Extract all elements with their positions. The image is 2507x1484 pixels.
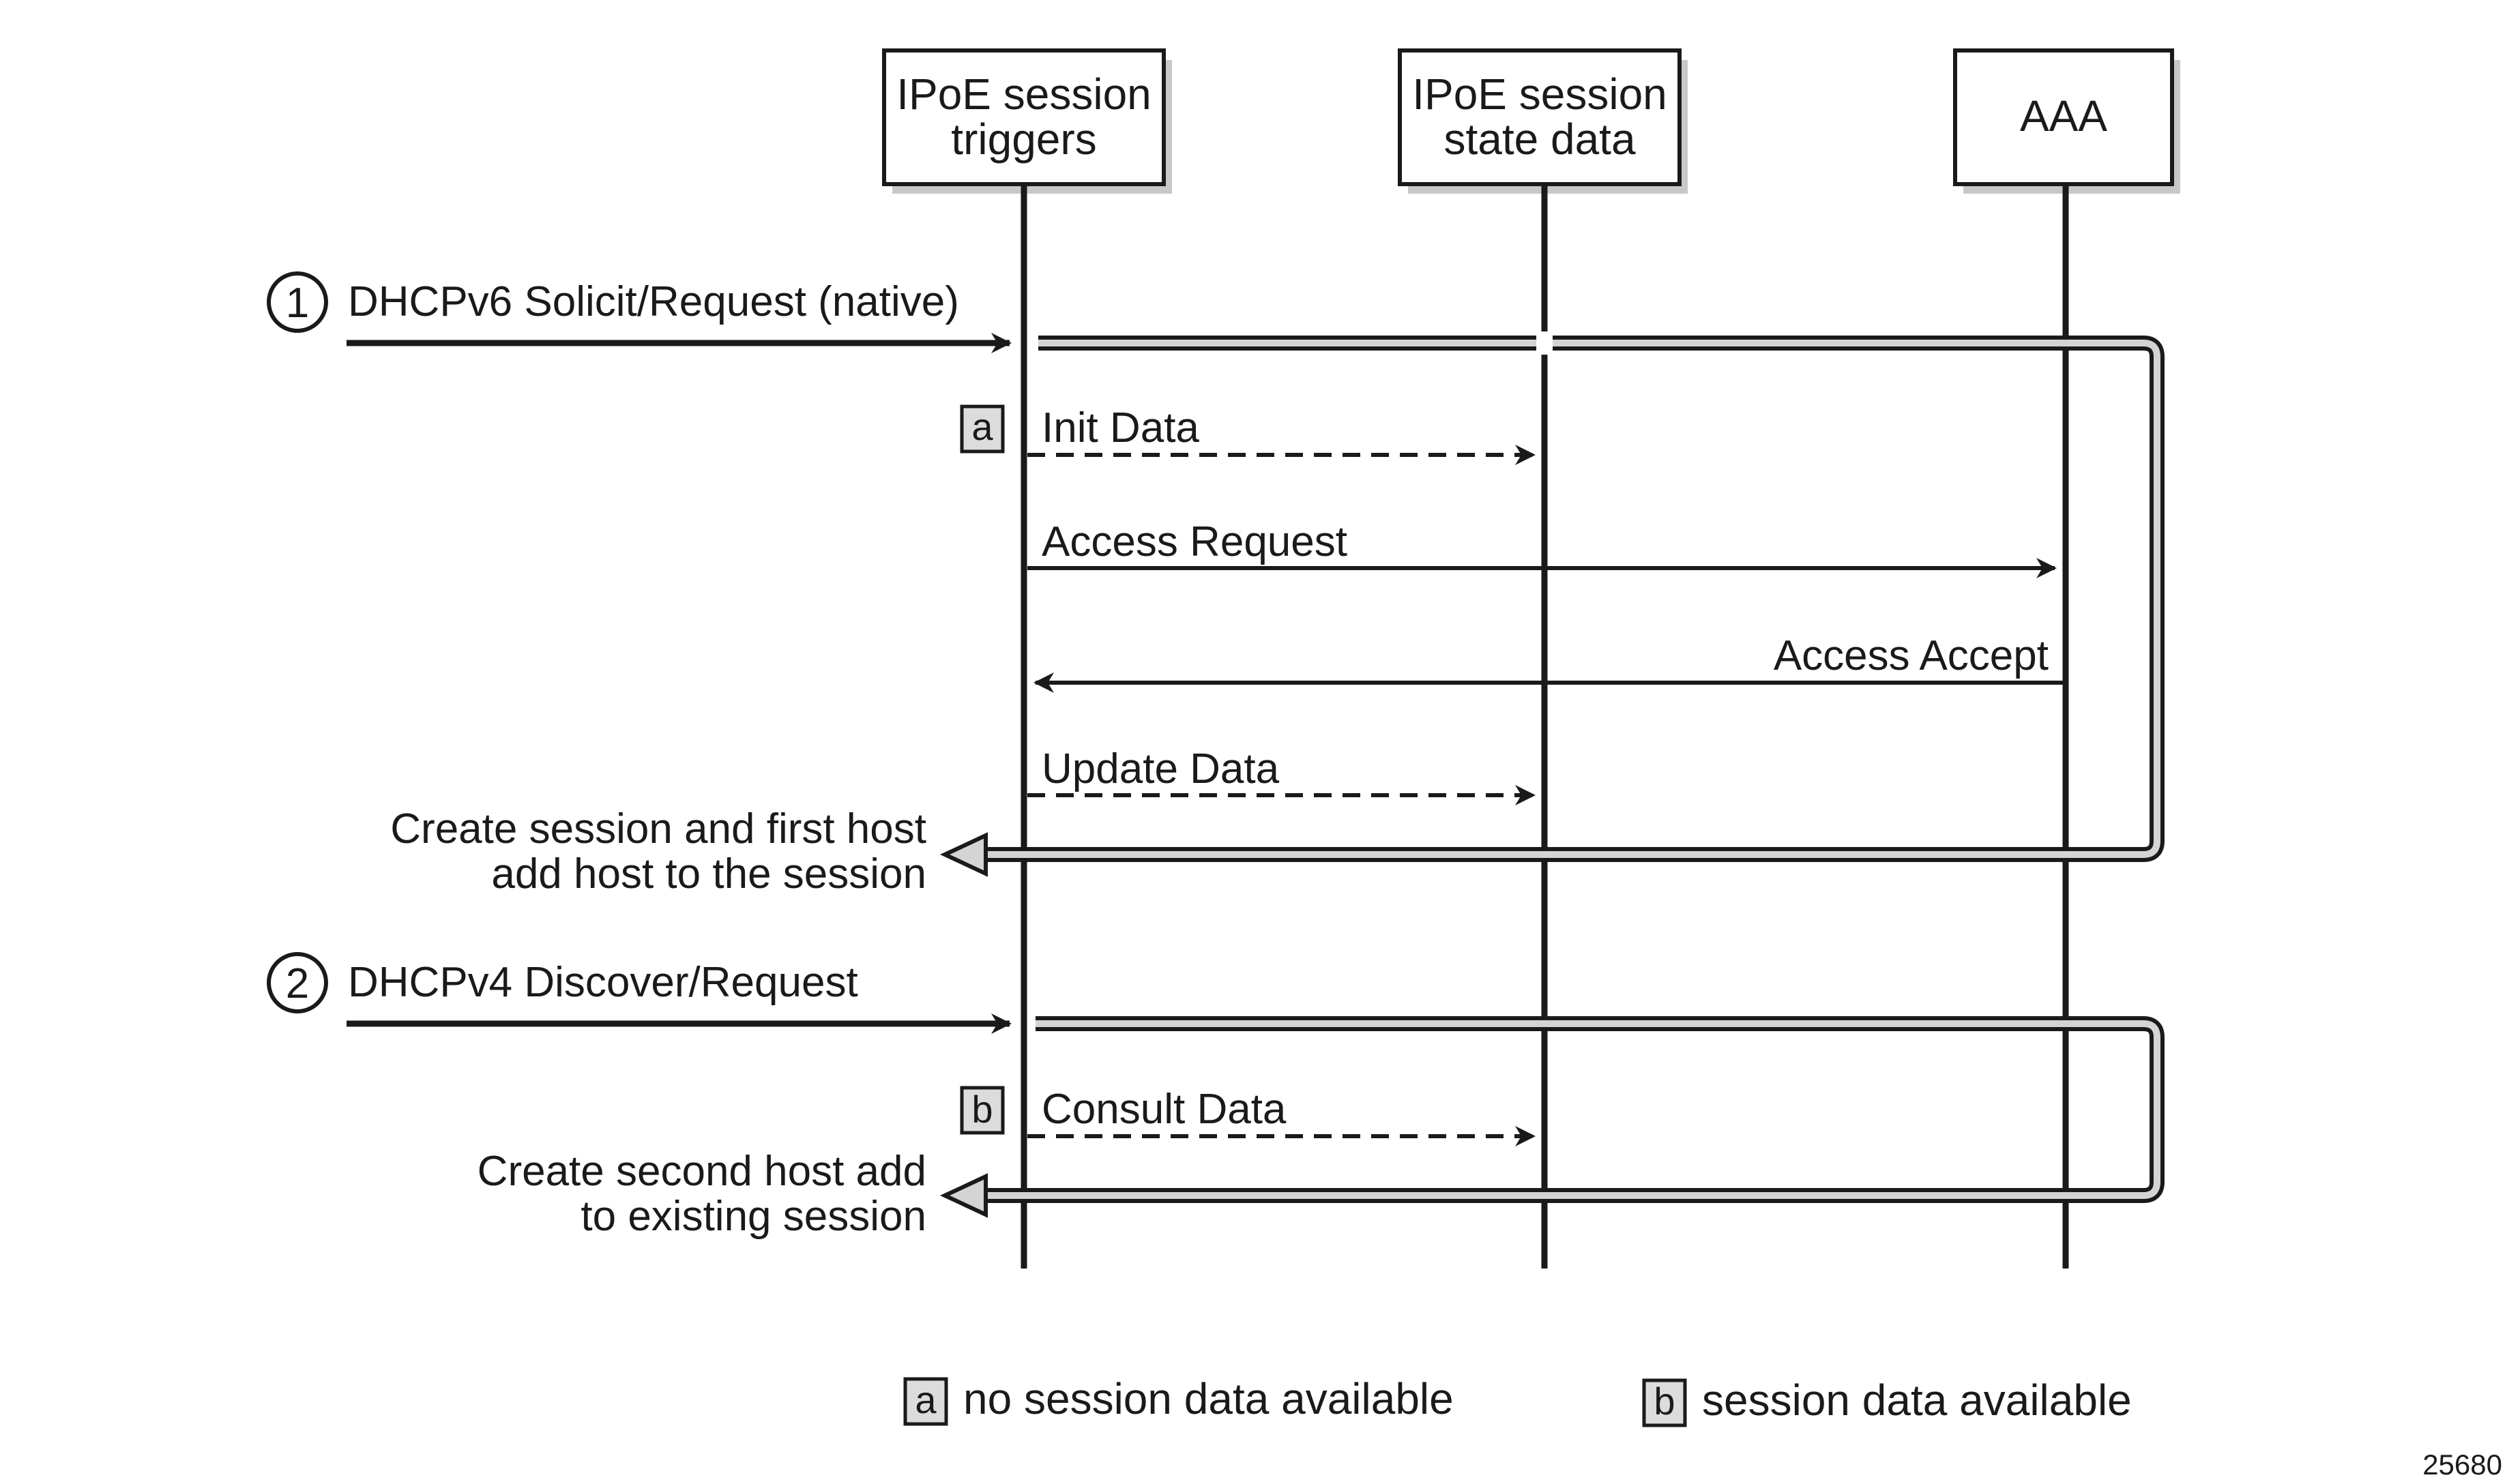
msg-access-request-label: Access Request [1042, 518, 1347, 565]
result-1-line2: add host to the session [491, 850, 926, 897]
participant-triggers-line2: triggers [951, 115, 1096, 164]
participant-state-data-line2: state data [1443, 115, 1636, 164]
participant-triggers: IPoE session triggers [882, 48, 1172, 194]
tag-a: a [960, 404, 1005, 454]
participant-state-data: IPoE session state data [1398, 48, 1688, 194]
result-2-arrowhead [939, 1173, 988, 1218]
msg-update-data-label: Update Data [1042, 745, 1280, 792]
step-1-number: 1 [286, 280, 309, 327]
result-2-line1: Create second host add [478, 1148, 926, 1195]
legend-text-a: no session data available [963, 1374, 1454, 1423]
step-1-number-circle [267, 271, 328, 333]
participant-aaa-label: AAA [2020, 91, 2107, 140]
result-1-arrowhead [939, 832, 988, 877]
flow-band-1 [939, 327, 2165, 877]
msg-access-accept-label: Access Accept [1774, 632, 2049, 679]
result-1-line1: Create session and first host [390, 805, 926, 852]
legend: a no session data available b session da… [903, 1374, 2132, 1427]
svg-text:b: b [971, 1088, 993, 1131]
legend-key-b: b [1654, 1380, 1675, 1423]
step-1: 1 DHCPv6 Solicit/Request (native) [267, 271, 1012, 353]
step-2-number-circle [267, 952, 328, 1013]
participant-aaa: AAA [1953, 48, 2180, 194]
legend-item-a: a no session data available [903, 1374, 1454, 1426]
msg-init-data-label: Init Data [1042, 404, 1199, 451]
svg-text:a: a [971, 405, 993, 448]
step-2-number: 2 [286, 960, 309, 1007]
participant-state-data-line1: IPoE session [1412, 70, 1667, 119]
legend-text-b: session data available [1702, 1376, 2132, 1425]
msg-consult-data-label: Consult Data [1042, 1086, 1287, 1133]
flow-band-2 [939, 1016, 2165, 1218]
step-2-label: DHCPv4 Discover/Request [348, 959, 858, 1006]
step-1-label: DHCPv6 Solicit/Request (native) [348, 278, 959, 325]
tag-b: b [960, 1086, 1005, 1135]
lifeline-crossing-gaps [1536, 321, 1553, 366]
legend-key-a: a [915, 1378, 937, 1421]
step-2: 2 DHCPv4 Discover/Request [267, 952, 1012, 1034]
figure-id: 25680 [2422, 1449, 2502, 1481]
legend-item-b: b session data available [1642, 1376, 2132, 1427]
result-2-line2: to existing session [581, 1193, 926, 1240]
participant-triggers-line1: IPoE session [896, 70, 1152, 119]
